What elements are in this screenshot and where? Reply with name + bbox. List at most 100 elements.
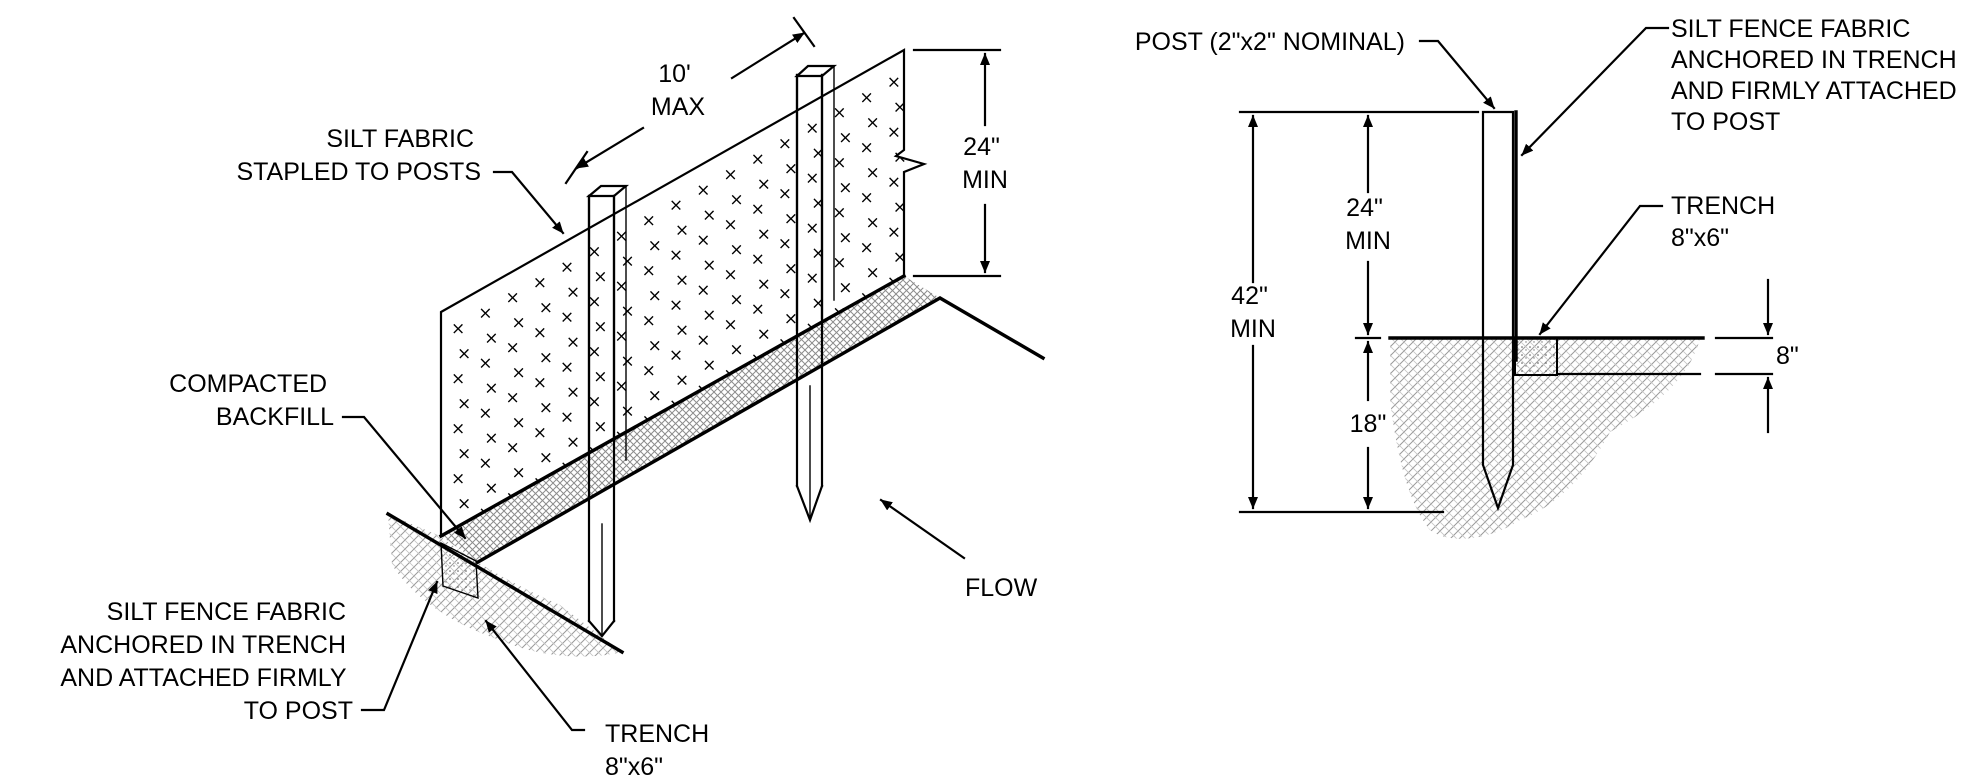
fabric-x-mark: × <box>778 284 792 304</box>
fabric-x-mark: × <box>642 361 656 381</box>
fabric-x-mark: × <box>778 234 792 254</box>
iso-backfill-edge-line <box>475 296 1046 565</box>
iso-trench-face <box>440 541 479 599</box>
fabric-x-mark: × <box>593 417 607 437</box>
fabric-x-mark: × <box>702 355 716 375</box>
fabric-x-mark: × <box>723 315 737 335</box>
fabric-x-mark: × <box>566 282 580 302</box>
label-post-spacing: 10' MAX <box>651 60 706 121</box>
fabric-x-mark: × <box>648 286 662 306</box>
label-flow: FLOW <box>965 574 1038 602</box>
fabric-x-mark: × <box>484 379 498 399</box>
label-fabric-height: 24" MIN <box>962 133 1008 194</box>
fabric-x-mark: × <box>675 271 689 291</box>
fabric-x-mark: × <box>866 263 880 283</box>
fabric-x-mark: × <box>484 479 498 499</box>
fabric-x-mark: × <box>648 236 662 256</box>
fabric-x-mark: × <box>702 255 716 275</box>
fabric-x-mark: × <box>723 215 737 235</box>
fabric-x-mark: × <box>723 265 737 285</box>
fabric-x-mark: × <box>838 278 852 298</box>
fabric-x-mark: × <box>866 113 880 133</box>
fabric-x-mark: × <box>784 209 798 229</box>
fabric-x-mark: × <box>832 203 846 223</box>
fabric-x-mark: × <box>478 404 492 424</box>
fabric-x-mark: × <box>811 194 825 214</box>
label-trench: TRENCH 8"x6" <box>605 720 716 781</box>
fabric-x-mark: × <box>560 257 574 277</box>
fabric-x-mark: × <box>757 325 771 345</box>
fabric-x-mark: × <box>451 419 465 439</box>
fabric-x-mark: × <box>560 407 574 427</box>
fabric-x-mark: × <box>811 244 825 264</box>
fabric-x-mark: × <box>784 309 798 329</box>
fabric-x-mark: × <box>451 469 465 489</box>
fabric-x-mark: × <box>860 88 874 108</box>
fabric-x-mark: × <box>566 332 580 352</box>
fabric-x-mark: × <box>805 219 819 239</box>
fabric-x-mark: × <box>620 302 634 322</box>
fabric-x-mark: × <box>887 172 901 192</box>
label-trench-depth: 8" <box>1776 342 1799 370</box>
leader-silt-fabric <box>492 170 565 235</box>
fabric-x-mark: × <box>723 165 737 185</box>
fabric-x-mark: × <box>838 228 852 248</box>
isometric-view: × × × × × × × × × × × × × × × × × × × × × × × × × × × × × × × × × × × × × × × ×… <box>60 16 1046 781</box>
leader-anchor-fabric <box>360 580 439 712</box>
fabric-x-mark: × <box>757 225 771 245</box>
fabric-x-mark: × <box>675 321 689 341</box>
fabric-x-mark: × <box>751 200 765 220</box>
fabric-x-mark: × <box>533 323 547 343</box>
fabric-x-mark: × <box>642 261 656 281</box>
label-anchor-fabric: SILT FENCE FABRIC ANCHORED IN TRENCH AND… <box>60 598 353 725</box>
fabric-x-mark: × <box>620 352 634 372</box>
fabric-x-mark: × <box>587 342 601 362</box>
fabric-x-mark: × <box>620 252 634 272</box>
fabric-x-mark: × <box>484 429 498 449</box>
fabric-x-mark: × <box>478 354 492 374</box>
fabric-x-mark: × <box>560 357 574 377</box>
fabric-x-mark: × <box>614 227 628 247</box>
fabric-x-mark: × <box>642 211 656 231</box>
fabric-x-mark: × <box>506 288 520 308</box>
fabric-x-mark: × <box>506 438 520 458</box>
fabric-x-mark: × <box>675 371 689 391</box>
fabric-x-mark: × <box>784 259 798 279</box>
fabric-x-mark: × <box>593 267 607 287</box>
fabric-x-mark: × <box>560 307 574 327</box>
fabric-x-mark: × <box>696 180 710 200</box>
fabric-x-mark: × <box>702 205 716 225</box>
fabric-x-mark: × <box>451 369 465 389</box>
fabric-x-mark: × <box>860 238 874 258</box>
flow-arrow <box>879 498 966 560</box>
label-section-trench: TRENCH 8"x6" <box>1671 192 1782 252</box>
fabric-x-mark: × <box>512 463 526 483</box>
leader-trench <box>484 619 586 732</box>
fabric-x-mark: × <box>533 273 547 293</box>
leader-post <box>1418 39 1496 110</box>
fabric-x-mark: × <box>751 250 765 270</box>
fabric-x-mark: × <box>696 230 710 250</box>
fabric-x-mark: × <box>702 305 716 325</box>
fabric-x-mark: × <box>805 269 819 289</box>
fabric-x-mark: × <box>811 144 825 164</box>
fabric-x-mark: × <box>614 327 628 347</box>
fabric-x-mark: × <box>887 122 901 142</box>
iso-rear-post-over <box>795 73 824 332</box>
fabric-x-mark: × <box>696 330 710 350</box>
fabric-x-mark: × <box>675 221 689 241</box>
fabric-x-mark: × <box>478 454 492 474</box>
fabric-x-mark: × <box>729 290 743 310</box>
label-post: POST (2"x2" NOMINAL) <box>1135 28 1405 56</box>
fabric-x-mark: × <box>805 169 819 189</box>
fabric-x-mark: × <box>832 153 846 173</box>
fabric-x-mark: × <box>893 197 907 217</box>
fabric-x-mark: × <box>593 367 607 387</box>
fabric-x-mark: × <box>751 150 765 170</box>
section-post <box>1481 110 1515 512</box>
fabric-x-mark: × <box>512 363 526 383</box>
dim-post-spacing-left <box>575 126 645 170</box>
fabric-x-mark: × <box>887 222 901 242</box>
fabric-x-mark: × <box>805 119 819 139</box>
